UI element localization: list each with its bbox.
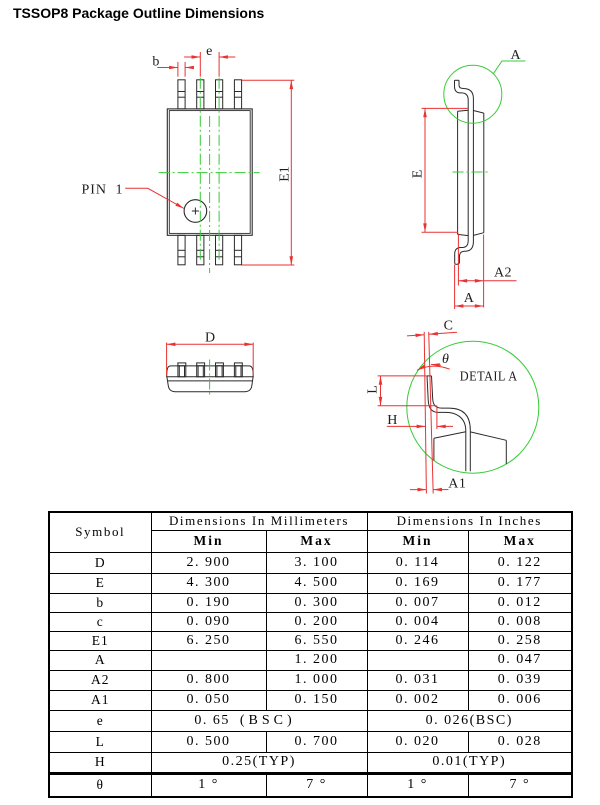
svg-text:A2: A2 (494, 266, 512, 281)
svg-text:DETAIL A: DETAIL A (460, 368, 518, 384)
svg-text:PIN 1: PIN 1 (81, 182, 123, 197)
svg-text:θ: θ (442, 352, 449, 367)
svg-text:b: b (152, 55, 159, 70)
svg-text:H: H (387, 413, 397, 428)
svg-text:D: D (205, 331, 215, 346)
svg-text:A: A (464, 291, 475, 306)
svg-text:A: A (510, 48, 521, 63)
svg-text:A1: A1 (448, 476, 466, 491)
svg-text:L: L (366, 385, 381, 394)
svg-text:C: C (444, 319, 453, 334)
svg-text:E: E (411, 170, 426, 179)
svg-text:E1: E1 (278, 166, 293, 182)
svg-text:e: e (206, 44, 212, 59)
